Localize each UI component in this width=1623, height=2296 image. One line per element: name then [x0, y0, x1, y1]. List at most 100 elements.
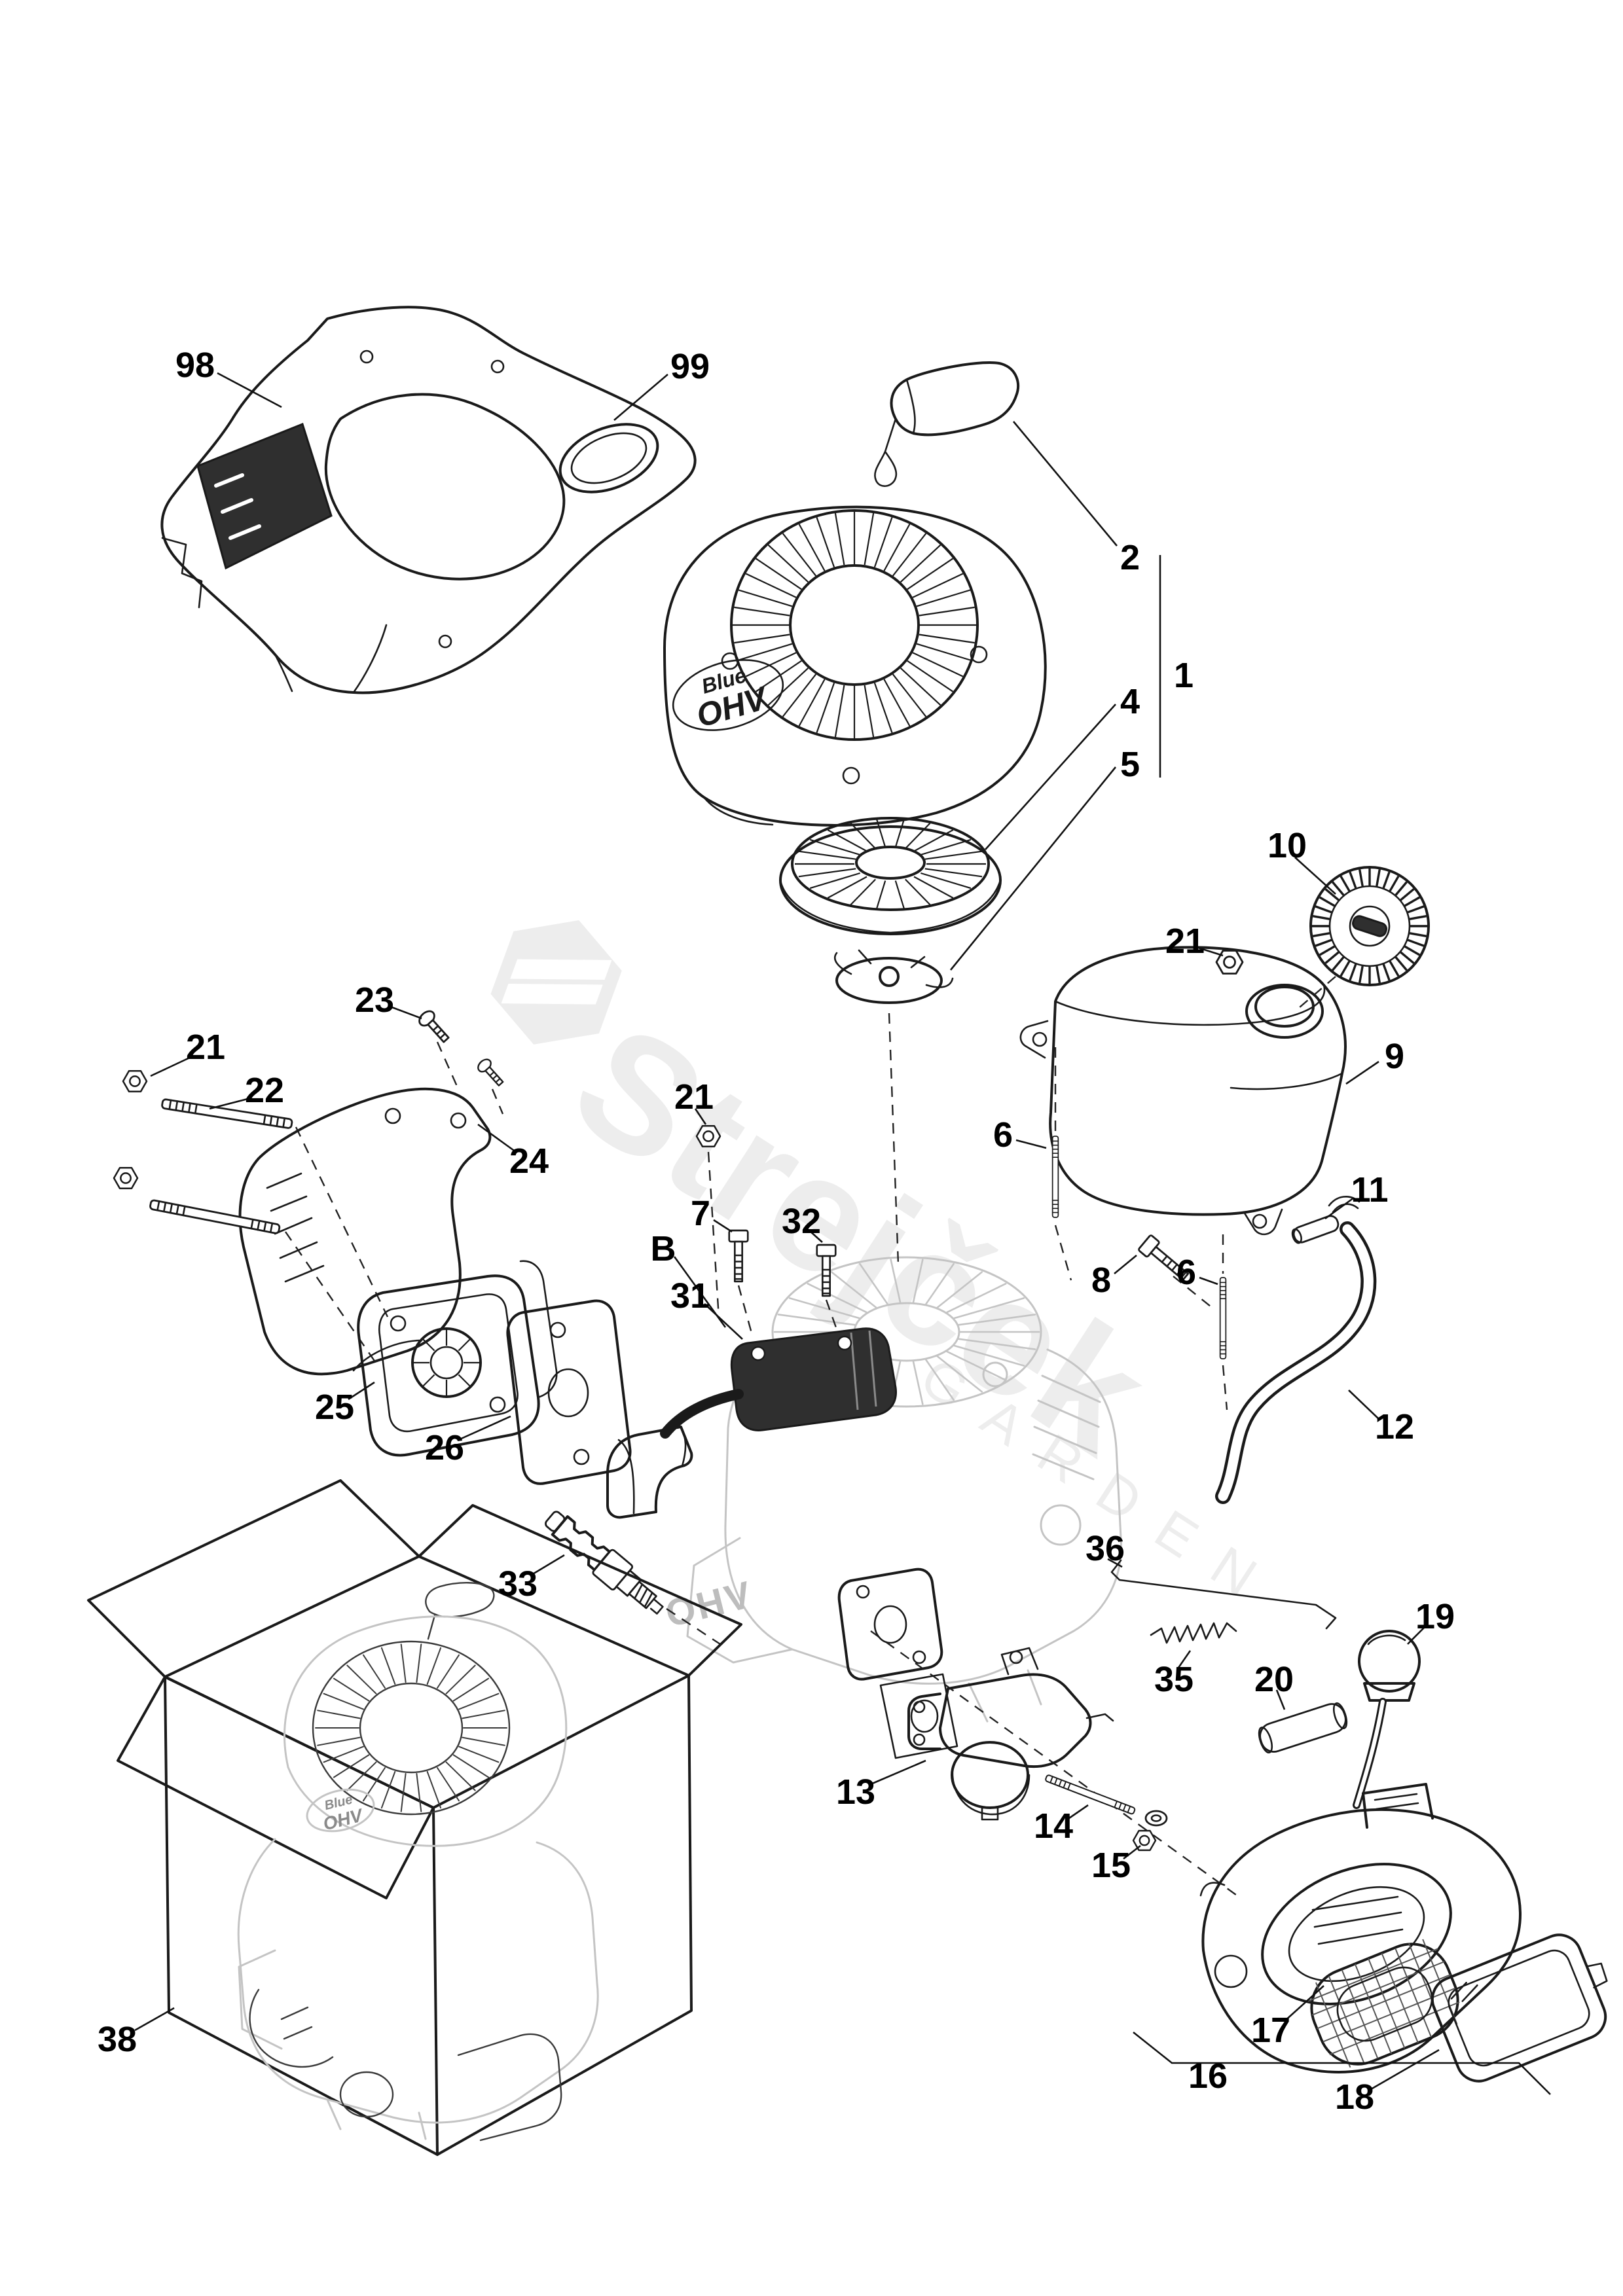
breather-hose-part-20 — [1258, 1702, 1348, 1754]
screw-part-23 — [415, 1007, 454, 1047]
callout-17: 17 — [1251, 2011, 1290, 2050]
nut-part-21b2 — [113, 1166, 139, 1190]
callout-21a: 21 — [1165, 922, 1205, 961]
callout-25: 25 — [315, 1388, 354, 1427]
leader-line-24 — [477, 1123, 517, 1153]
callout-21b: 21 — [186, 1028, 225, 1067]
leader-line-14 — [1067, 1804, 1089, 1821]
leader-line-18 — [1370, 2049, 1440, 2090]
callout-B: B — [651, 1229, 676, 1268]
callout-10: 10 — [1267, 826, 1307, 865]
leader-line-38 — [134, 2007, 175, 2032]
throttle-spring-part-35 — [1150, 1622, 1237, 1644]
leader-line-36 — [1107, 1558, 1123, 1568]
leader-line-17 — [1284, 1985, 1324, 2022]
throttle-rod-part-36 — [1110, 1559, 1337, 1630]
callout-5: 5 — [1120, 745, 1140, 784]
carburetor-part-13 — [907, 1647, 1114, 1821]
primer-bulb-part-19 — [1353, 1630, 1421, 1809]
leader-line-9 — [1345, 1060, 1379, 1085]
leader-line-4 — [985, 704, 1116, 850]
callout-99: 99 — [670, 347, 710, 386]
shipping-box-part-38 — [87, 1479, 742, 2156]
callout-32: 32 — [782, 1202, 821, 1241]
callout-31: 31 — [670, 1276, 710, 1316]
leader-line-12 — [1348, 1390, 1379, 1420]
callout-38: 38 — [98, 2020, 137, 2059]
callout-18: 18 — [1335, 2077, 1374, 2117]
leader-line-33 — [531, 1554, 565, 1576]
callout-33: 33 — [498, 1564, 538, 1604]
stud-part-6a — [1051, 1136, 1059, 1218]
leader-line-6a — [1015, 1139, 1047, 1149]
callout-12: 12 — [1375, 1407, 1414, 1446]
stud-part-6b — [1219, 1277, 1227, 1359]
leader-line-21b — [150, 1055, 193, 1077]
callout-11: 11 — [1351, 1170, 1388, 1210]
leader-line-35 — [1177, 1650, 1192, 1668]
callout-6a: 6 — [993, 1115, 1013, 1155]
blower-housing-part-1: Blue OHV — [663, 505, 1047, 827]
filter-cover-part-18 — [1431, 1933, 1608, 2083]
washer — [1144, 1810, 1168, 1827]
leader-line-6b — [1199, 1276, 1218, 1285]
long-stud-part-22b — [149, 1198, 282, 1235]
crankcase-logo-faded: OHV — [661, 1573, 757, 1636]
blue-ohv-logo: Blue OHV — [672, 659, 784, 734]
callout-4: 4 — [1120, 682, 1140, 721]
ignition-coil-part-31 — [606, 1327, 897, 1519]
leader-line-15 — [1123, 1844, 1141, 1860]
callout-22: 22 — [245, 1071, 284, 1110]
callout-98: 98 — [175, 346, 215, 385]
nut-part-21b — [122, 1069, 148, 1093]
callout-20: 20 — [1254, 1660, 1294, 1699]
leader-line-7 — [713, 1219, 733, 1233]
leader-line-21a — [1197, 946, 1224, 957]
starter-grip-part-2 — [874, 361, 1019, 487]
leader-line-10 — [1294, 857, 1336, 895]
callout-21c: 21 — [674, 1077, 714, 1117]
leader-line-21c — [694, 1108, 707, 1125]
callout-9: 9 — [1385, 1037, 1404, 1076]
callout-36: 36 — [1085, 1529, 1125, 1568]
leader-line-26 — [458, 1415, 511, 1441]
leader-line-16 — [1133, 2031, 1551, 2095]
callout-24: 24 — [509, 1141, 549, 1181]
leader-line-98 — [217, 372, 282, 408]
callout-6b: 6 — [1176, 1253, 1196, 1292]
boxed-engine-logo: Blue OHV — [306, 1788, 375, 1834]
leader-line-31 — [704, 1303, 743, 1340]
callout-23: 23 — [355, 980, 394, 1020]
leader-line-8 — [1114, 1254, 1137, 1275]
air-filter-base-part-16 — [1199, 1783, 1522, 2073]
callout-15: 15 — [1091, 1846, 1131, 1885]
callout-7: 7 — [691, 1194, 710, 1233]
leader-line-25 — [348, 1381, 375, 1401]
callout-19: 19 — [1415, 1597, 1455, 1636]
carb-spacer-plates — [837, 1568, 958, 1759]
callout-14: 14 — [1034, 1806, 1073, 1846]
leader-line-20 — [1275, 1689, 1286, 1710]
fuel-tank-part-9 — [1019, 946, 1347, 1236]
nut-part-15 — [1132, 1829, 1157, 1852]
leader-line-32 — [809, 1230, 823, 1243]
flange-nut-part-21c — [695, 1124, 721, 1148]
filter-element-part-17 — [1307, 1939, 1460, 2068]
boxed-engine: Blue OHV — [237, 1582, 599, 2142]
callout-16: 16 — [1188, 2056, 1228, 2096]
screw-part-23b — [475, 1056, 507, 1090]
starter-cup-part-4 — [779, 817, 1002, 935]
exhaust-gasket-part-26 — [506, 1299, 632, 1485]
leader-line-11 — [1324, 1196, 1355, 1220]
watermark-logo-hexagon — [490, 920, 622, 1045]
callout-13: 13 — [836, 1772, 875, 1812]
starter-pawl-part-5 — [833, 949, 954, 1004]
leader-line-13 — [870, 1759, 926, 1785]
leader-line-5 — [949, 766, 1117, 971]
callout-2: 2 — [1120, 538, 1140, 577]
leader-line-99 — [613, 374, 668, 421]
fuel-cap-part-10 — [1309, 866, 1430, 986]
